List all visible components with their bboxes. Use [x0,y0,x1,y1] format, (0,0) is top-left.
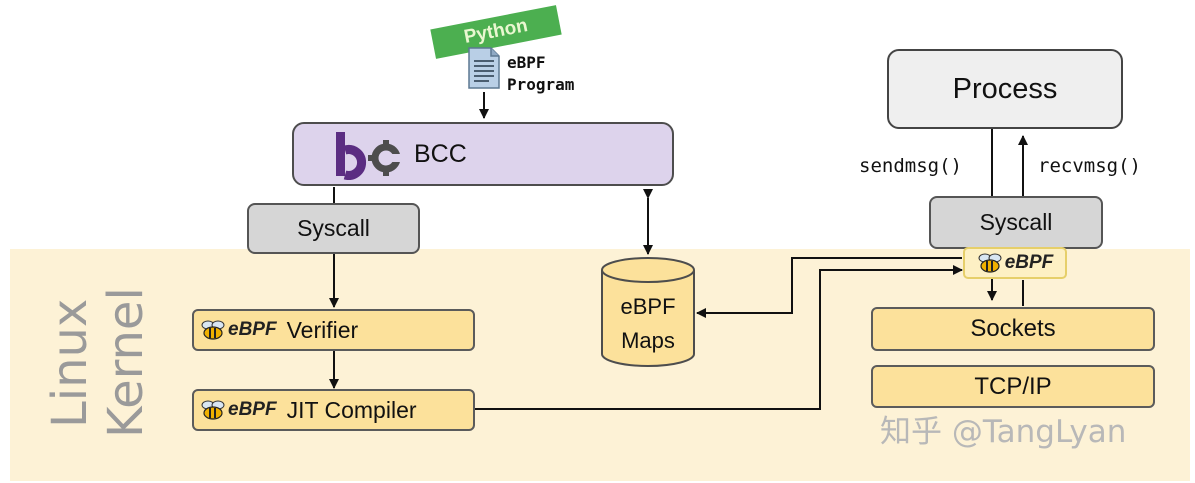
sendmsg-label: sendmsg() [859,155,962,177]
ebpf-program-label: eBPF Program [507,52,574,96]
bee-icon [201,320,225,340]
hook-to-maps-arrow [696,257,962,318]
sockets-box: Sockets [871,307,1155,351]
ebpf-maps-cylinder [601,257,695,367]
verifier-box: eBPF Verifier [192,309,475,351]
bee-icon [201,400,225,420]
jit-label: JIT Compiler [286,396,417,423]
syscall-right-box: Syscall [929,196,1103,249]
socket-ebpf-text: eBPF [1004,252,1054,273]
ebpf-program-line1: eBPF [507,53,546,72]
recvmsg-label: recvmsg() [1038,155,1141,177]
verifier-ebpf-text: eBPF [228,319,277,340]
syscall-left-box: Syscall [247,203,420,254]
ebpf-badge: eBPF [200,399,277,421]
ebpf-badge: eBPF [200,319,277,341]
bcc-label: BCC [414,139,467,168]
jit-to-hook-arrow [475,265,963,410]
jit-compiler-box: eBPF JIT Compiler [192,389,475,431]
bcc-logo [336,132,404,180]
ebpf-maps-label: eBPF Maps [600,290,696,358]
bcc-box: BCC [292,122,674,186]
process-box: Process [887,49,1123,129]
verifier-label: Verifier [286,316,359,343]
tcpip-box: TCP/IP [871,365,1155,408]
jit-ebpf-text: eBPF [228,399,277,420]
bee-icon [978,253,1002,273]
ebpf-maps-line1: eBPF [620,294,676,319]
ebpf-maps-line2: Maps [621,328,675,353]
socket-ebpf-hook: eBPF [963,247,1067,279]
ebpf-program-line2: Program [507,75,575,94]
document-icon [468,47,500,89]
watermark: 知乎 @TangLyan [880,414,1127,450]
